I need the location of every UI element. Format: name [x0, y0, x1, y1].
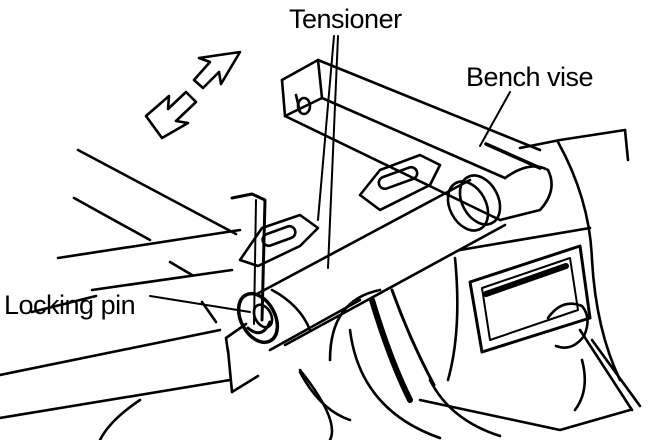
tensioner-end-cap [236, 291, 280, 345]
vise-handle [546, 302, 589, 349]
mounting-lugs [238, 153, 442, 268]
tensioner-cylinder [253, 174, 507, 440]
arrow-out-icon [192, 50, 242, 90]
leader-lines [149, 35, 511, 313]
workbench-rails [0, 148, 352, 440]
movement-arrows [144, 50, 242, 140]
locking-pin-assembly [230, 192, 280, 345]
bench-vise-label: Bench vise [466, 62, 594, 92]
bench-vise [328, 128, 642, 440]
locking-pin-leader [149, 295, 251, 313]
tensioner-leader [317, 35, 335, 221]
tensioner-label: Tensioner [289, 4, 402, 34]
tensioner-leader-2 [327, 35, 339, 269]
bench-vise-leader [479, 91, 511, 147]
locking-pin [230, 192, 267, 322]
arrow-in-icon [144, 90, 198, 140]
locking-pin-label: Locking pin [4, 290, 136, 320]
vise-jaw-plate [468, 244, 592, 354]
